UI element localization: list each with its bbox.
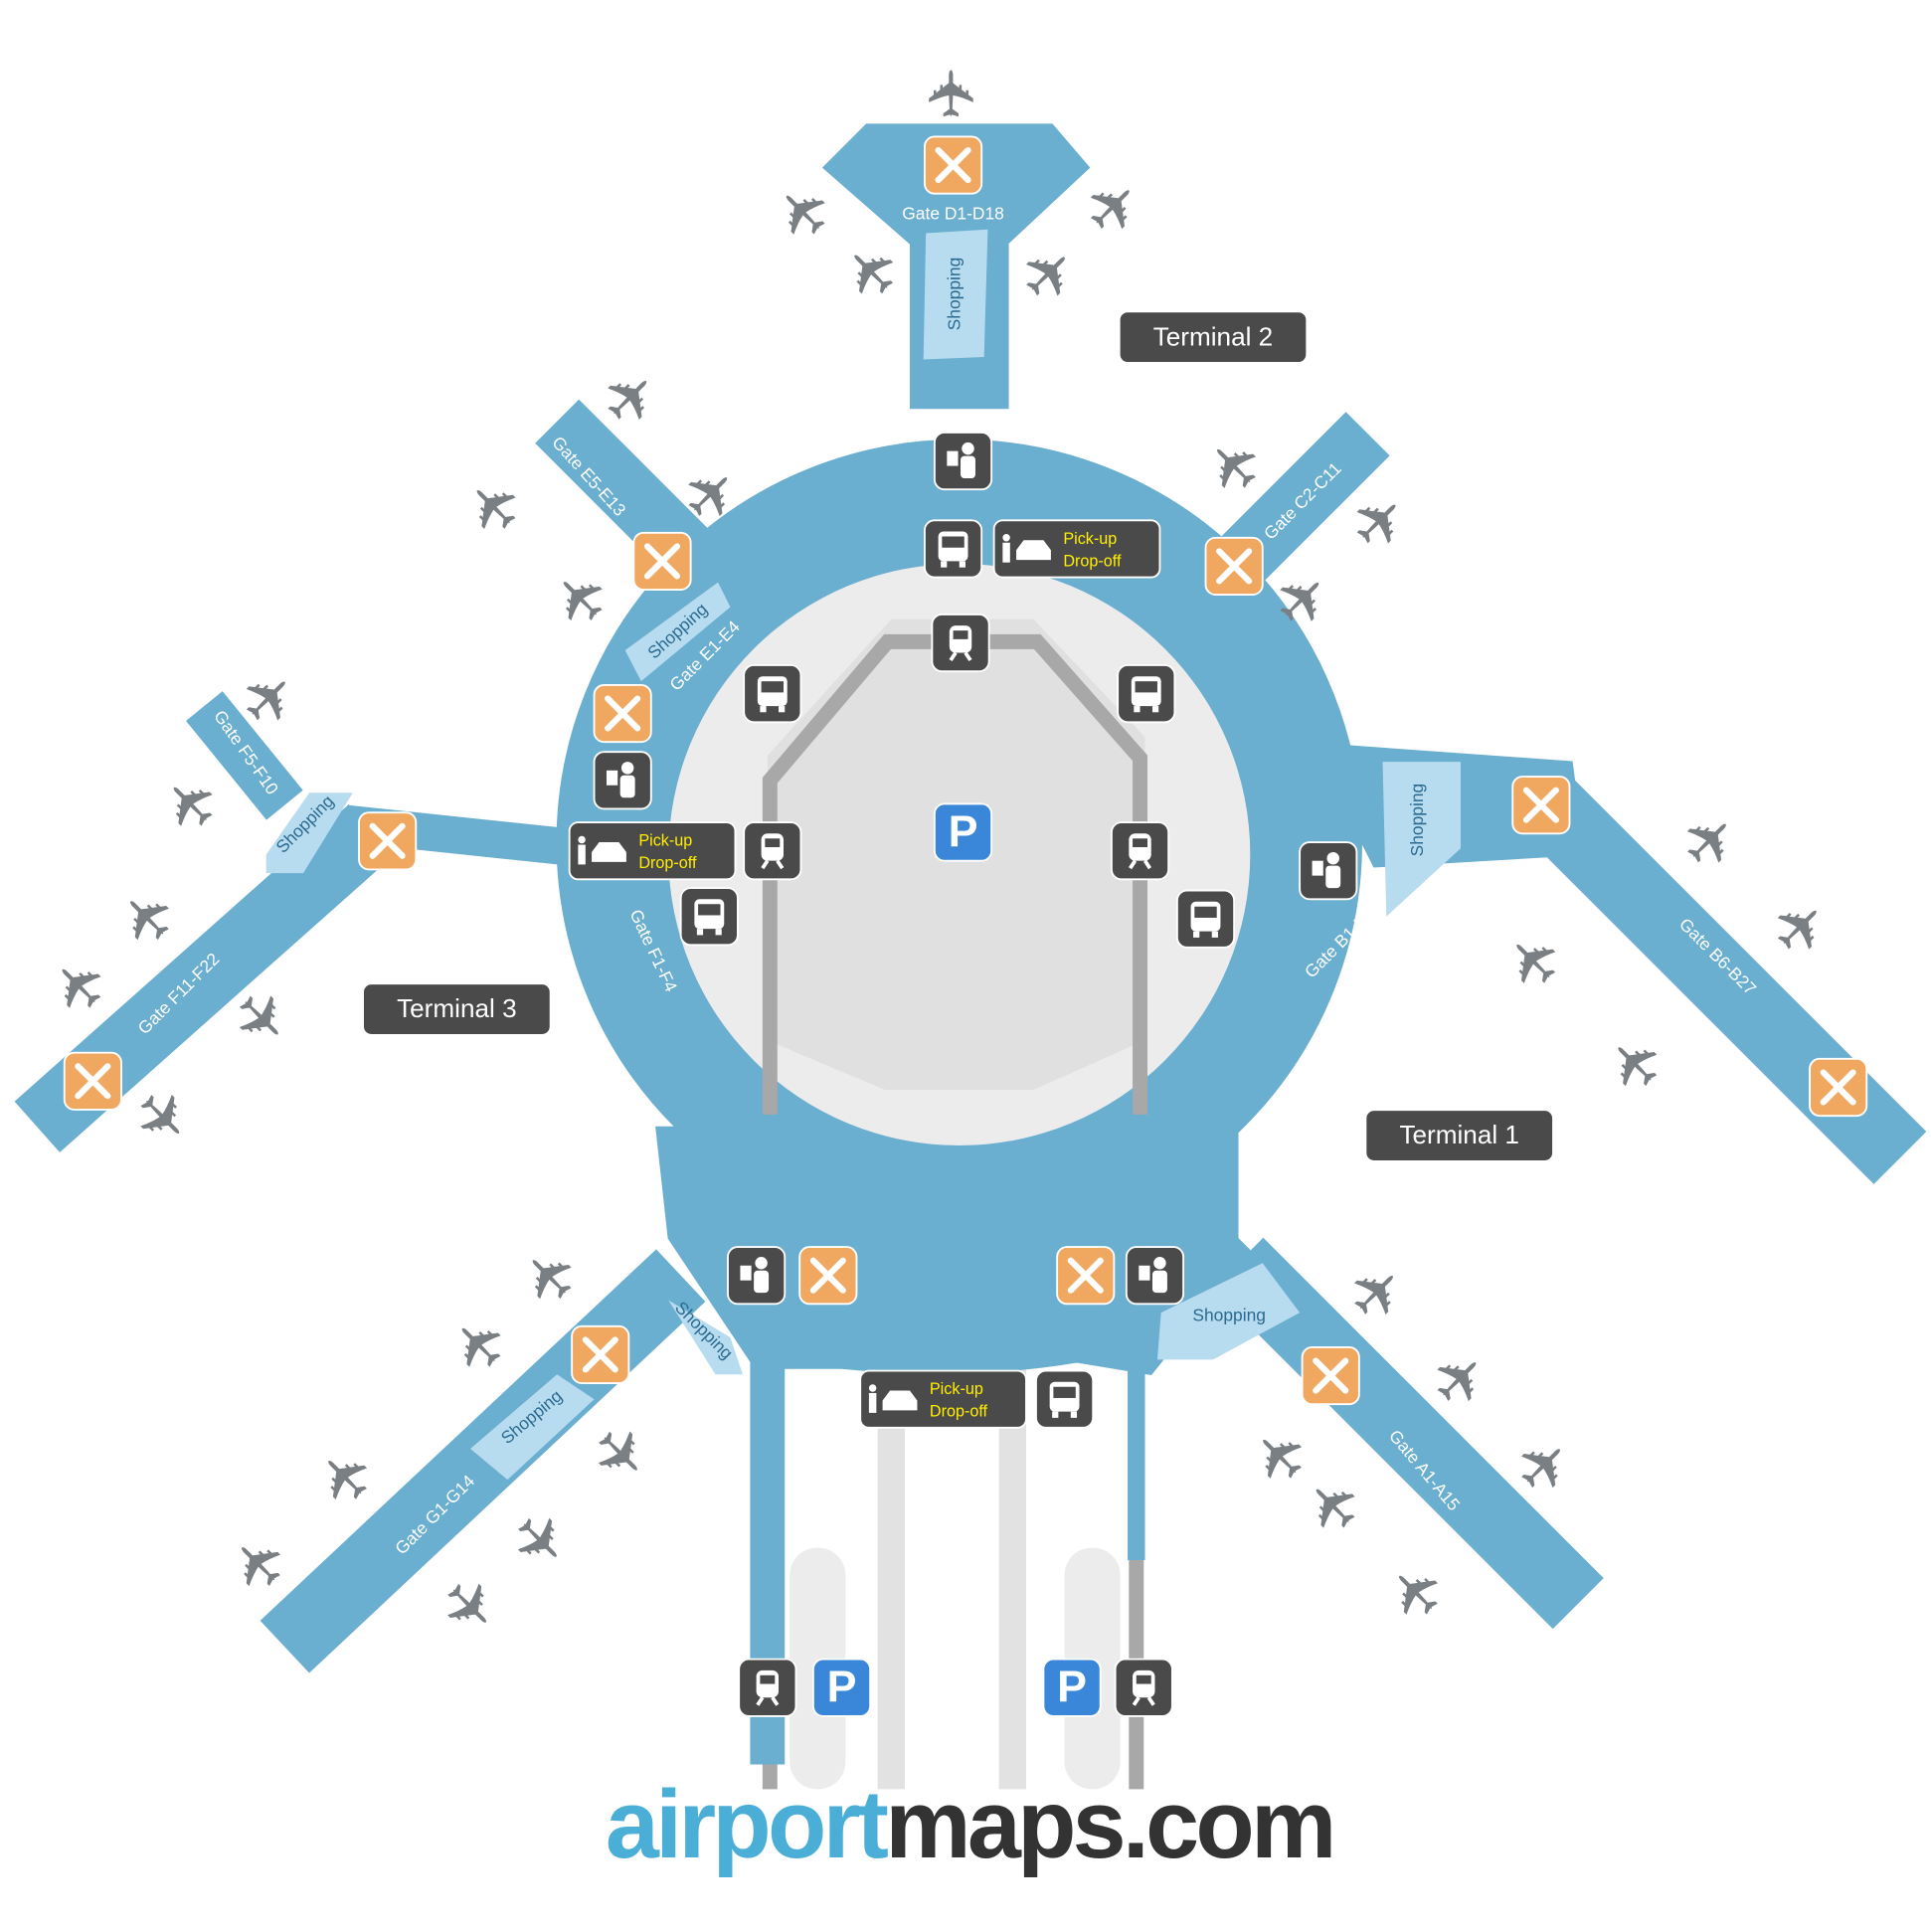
terminal-3-text: Terminal 3	[397, 993, 517, 1023]
airplane-icon: ✈	[574, 1410, 664, 1500]
train-icon	[743, 821, 802, 881]
airplane-icon: ✈	[449, 460, 540, 551]
food-icon	[632, 531, 692, 591]
taxi-icon	[1002, 534, 1051, 563]
security-icon	[1125, 1246, 1185, 1306]
taxi-icon	[868, 1384, 918, 1413]
shopping-areas	[265, 229, 1461, 1481]
security-icon	[1299, 841, 1358, 901]
airplane-icon: ✈	[1591, 1017, 1681, 1108]
parking-icon: P	[1042, 1658, 1102, 1717]
airplane-icon: ✈	[1372, 1545, 1463, 1636]
airplane-icon: ✈	[493, 1496, 584, 1587]
food-icon	[63, 1051, 122, 1111]
train-icon	[931, 614, 990, 673]
airplane-icon: ✈	[1069, 163, 1159, 254]
gate-d-label: Gate D1-D18	[902, 203, 1004, 223]
logo-part1: airport	[606, 1770, 889, 1878]
terminal-2-label: Terminal 2	[1120, 312, 1307, 363]
train-icon	[1114, 1658, 1173, 1717]
security-icon	[727, 1246, 787, 1306]
bus-icon	[1117, 664, 1176, 724]
security-icon	[593, 751, 652, 810]
airplane-icon: ✈	[1756, 883, 1846, 973]
shopping-label: Shopping	[1192, 1305, 1266, 1324]
airplane-icon: ✈	[146, 757, 237, 847]
dropoff-label: Drop-off	[638, 854, 697, 872]
pickup-label: Pick-up	[1063, 530, 1117, 548]
airplane-icon: ✈	[505, 1230, 596, 1320]
parking-label: P	[1057, 1663, 1087, 1712]
food-icon	[593, 683, 652, 744]
airplane-icon: ✈	[536, 552, 626, 642]
terminal-1-text: Terminal 1	[1399, 1120, 1519, 1149]
pickup-dropoff-points: Pick-upDrop-offPick-upDrop-offPick-upDro…	[568, 519, 1161, 1429]
parking-label: P	[827, 1663, 857, 1712]
pickup-label: Pick-up	[638, 832, 692, 850]
parking-icon: P	[933, 802, 993, 862]
bus-icon	[1175, 889, 1236, 949]
food-icon	[1301, 1345, 1360, 1406]
food-icon	[571, 1324, 630, 1384]
bus-icon	[743, 664, 802, 724]
train-icon	[738, 1658, 797, 1717]
airplane-icon: ✈	[103, 871, 194, 962]
food-icon	[1056, 1246, 1116, 1306]
parking-icon: P	[811, 1658, 872, 1717]
airplane-icon: ✈	[916, 67, 990, 120]
terminal-2-text: Terminal 2	[1153, 321, 1274, 351]
terminal-1-label: Terminal 1	[1366, 1111, 1553, 1160]
dropoff-label: Drop-off	[1063, 552, 1122, 570]
food-icon	[1809, 1057, 1868, 1118]
airplane-icon: ✈	[1004, 230, 1095, 320]
airplane-icon: ✈	[1236, 1410, 1326, 1500]
security-icon	[933, 432, 993, 491]
food-icon	[798, 1246, 858, 1306]
airplane-icon: ✈	[1490, 915, 1580, 1005]
shopping-label: Shopping	[1407, 784, 1427, 857]
airportmaps-logo: airportmaps.com	[606, 1770, 1333, 1878]
taxi-icon	[578, 835, 626, 865]
bus-icon	[923, 519, 983, 579]
bus-icon	[1035, 1369, 1095, 1429]
pickup-label: Pick-up	[930, 1380, 983, 1398]
airplane-icon: ✈	[423, 1562, 513, 1653]
shopping-label: Shopping	[945, 258, 965, 331]
bus-icon	[679, 887, 739, 947]
airplane-icon: ✈	[435, 1298, 525, 1388]
food-icon	[1204, 536, 1264, 596]
parking-label: P	[949, 806, 978, 856]
train-icon	[1110, 821, 1170, 881]
terminal-3-label: Terminal 3	[363, 984, 550, 1034]
food-icon	[1511, 776, 1571, 835]
food-icon	[358, 811, 418, 871]
airplane-icon: ✈	[1666, 796, 1756, 887]
map-icons: P P P	[63, 135, 1868, 1717]
airplane-icon: ✈	[301, 1431, 392, 1521]
dropoff-label: Drop-off	[930, 1403, 988, 1421]
logo-part2: maps.com	[885, 1770, 1332, 1878]
food-icon	[923, 135, 983, 195]
